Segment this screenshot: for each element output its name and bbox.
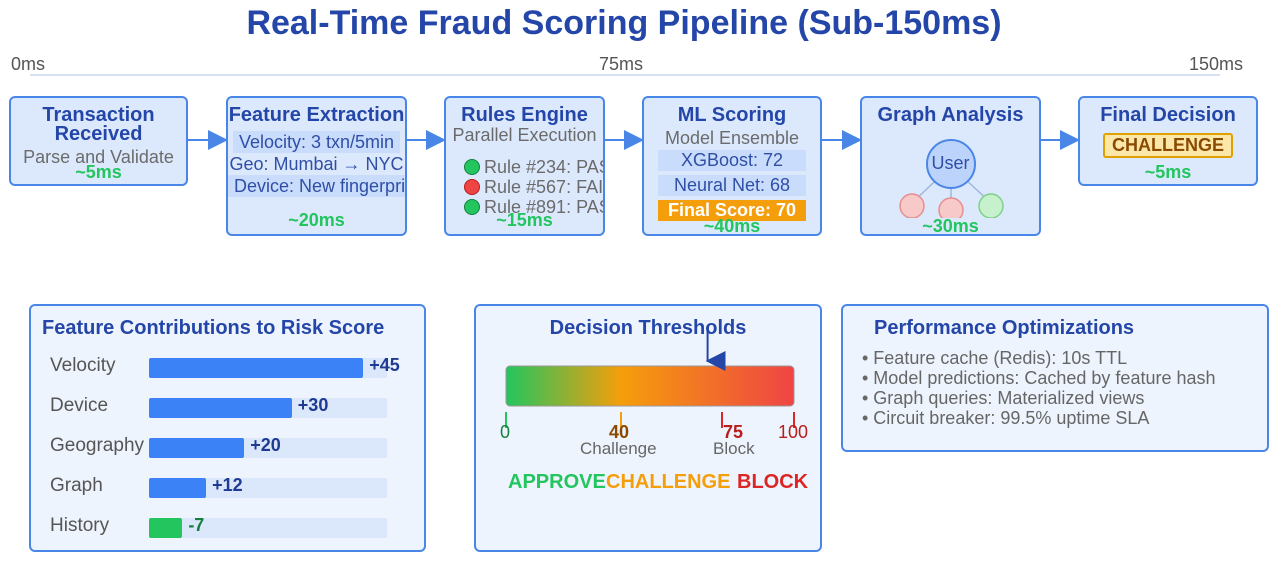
timeline-axis (30, 74, 1220, 76)
neural-net-score: Neural Net: 68 (658, 175, 806, 196)
pipeline-arrows (188, 130, 1080, 150)
feature-bar-track (149, 518, 387, 538)
feature-label: History (50, 515, 110, 536)
stage-transaction-received: Transaction Received Parse and Validate … (9, 96, 188, 186)
zone-challenge: CHALLENGE (606, 471, 731, 493)
block-tick-label: Block (713, 439, 755, 458)
final-score: Final Score: 70 (658, 200, 806, 221)
zone-block: BLOCK (737, 471, 809, 493)
stage-ml-scoring: ML Scoring Model Ensemble XGBoost: 72 Ne… (642, 96, 822, 236)
feature-label: Device (50, 395, 109, 416)
stage-title-line2: Received (54, 123, 143, 145)
stage-time: ~5ms (75, 162, 122, 182)
feature-value: +12 (212, 475, 243, 495)
stage-time: ~5ms (1144, 162, 1192, 182)
feature-value: -7 (188, 515, 205, 535)
xgboost-score: XGBoost: 72 (658, 150, 806, 171)
stage-title: Transaction (42, 104, 155, 126)
stage-subtitle: Parallel Execution (452, 125, 597, 145)
optimization-item: • Graph queries: Materialized views (862, 388, 1145, 408)
stage-time: ~30ms (922, 216, 979, 236)
tick-75: 75 (723, 422, 744, 442)
panel-title: Feature Contributions to Risk Score (42, 317, 385, 339)
feature-contributions-panel: Feature Contributions to Risk Score Velo… (29, 304, 426, 552)
stage-time: ~40ms (703, 216, 761, 236)
decision-thresholds-panel: Decision Thresholds 0 40 75 100 Challeng… (474, 304, 822, 552)
timeline-mid-label: 75ms (599, 54, 644, 74)
optimization-item: • Circuit breaker: 99.5% uptime SLA (862, 408, 1150, 428)
decision-badge: CHALLENGE (1103, 133, 1233, 158)
feature-device: Device: New fingerprint (228, 175, 405, 197)
feature-bar (149, 518, 183, 538)
stage-title: Feature Extraction (228, 104, 405, 126)
stage-title: Graph Analysis (877, 104, 1024, 126)
rule-row: Rule #891: PASS (446, 197, 603, 217)
stage-graph-analysis: Graph Analysis User ~30ms (860, 96, 1041, 236)
panel-title: Performance Optimizations (874, 317, 1135, 339)
optimization-item: • Model predictions: Cached by feature h… (862, 368, 1216, 388)
tick-100: 100 (778, 422, 809, 442)
challenge-tick-label: Challenge (580, 439, 657, 458)
threshold-gradient-bar (505, 365, 795, 407)
tick-40: 40 (609, 422, 630, 442)
rule-row: Rule #567: FAIL (446, 177, 603, 197)
feature-label: Velocity (50, 355, 116, 376)
rule-row: Rule #234: PASS (446, 157, 603, 177)
stage-subtitle: Model Ensemble (664, 128, 800, 148)
feature-value: +30 (297, 395, 329, 415)
threshold-gauge (505, 326, 795, 428)
feature-bar (149, 438, 245, 458)
panel-title: Decision Thresholds (549, 317, 747, 339)
stage-final-decision: Final Decision CHALLENGE ~5ms (1078, 96, 1258, 186)
timeline-end-label: 150ms (1189, 54, 1244, 74)
feature-label: Geography (50, 435, 145, 456)
zone-approve: APPROVE (508, 471, 606, 493)
stage-rules-engine: Rules Engine Parallel Execution Rule #23… (444, 96, 605, 236)
feature-bar-track (149, 398, 387, 418)
feature-bar (149, 398, 292, 418)
tick-0: 0 (500, 422, 511, 442)
feature-value: +20 (250, 435, 281, 455)
feature-bar-track (149, 478, 387, 498)
stage-feature-extraction: Feature Extraction Velocity: 3 txn/5min … (226, 96, 407, 236)
feature-geo: Geo: Mumbai → NYC (229, 154, 404, 174)
stage-title: Final Decision (1100, 104, 1236, 126)
graph-network-icon (899, 139, 1004, 218)
feature-label: Graph (50, 475, 103, 496)
stage-time: ~15ms (496, 210, 553, 230)
feature-bar-track (149, 358, 387, 378)
stage-time: ~20ms (288, 210, 345, 230)
feature-bar-track (149, 438, 387, 458)
fail-status-icon (464, 179, 480, 195)
stage-subtitle: Parse and Validate (23, 147, 174, 167)
page-title: Real-Time Fraud Scoring Pipeline (Sub-15… (246, 4, 1002, 42)
stage-title: ML Scoring (677, 104, 787, 126)
stage-title: Rules Engine (461, 104, 588, 126)
pass-status-icon (464, 159, 480, 175)
feature-value: +45 (369, 355, 400, 375)
timeline-start-label: 0ms (11, 54, 46, 74)
feature-bar (149, 358, 364, 378)
graph-user-node: User (931, 153, 970, 173)
performance-optimizations-panel: Performance Optimizations • Feature cach… (841, 304, 1269, 452)
feature-velocity: Velocity: 3 txn/5min (232, 131, 401, 153)
feature-bar (149, 478, 207, 498)
pass-status-icon (464, 199, 480, 215)
optimization-item: • Feature cache (Redis): 10s TTL (862, 348, 1128, 368)
